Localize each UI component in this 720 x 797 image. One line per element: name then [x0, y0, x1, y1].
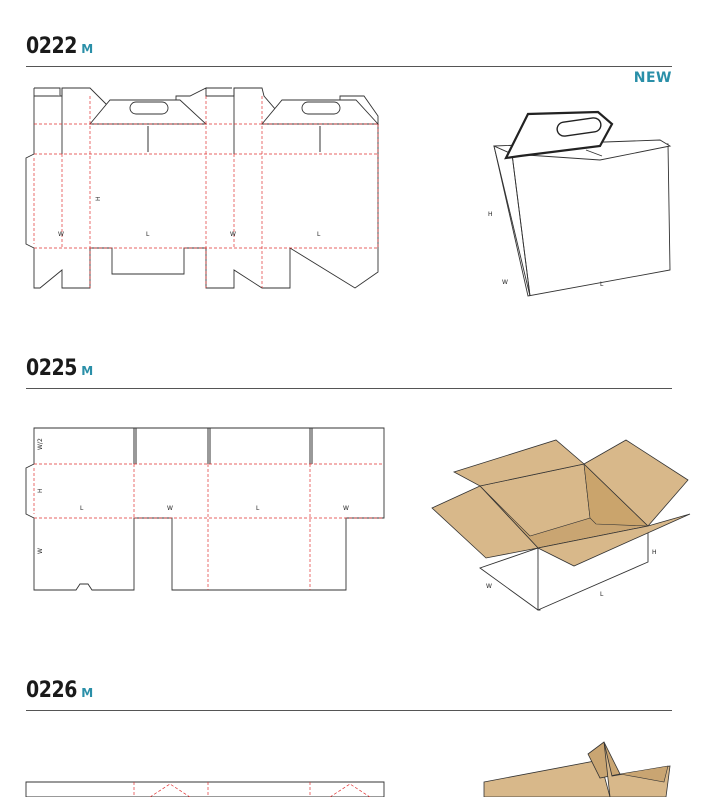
- style-code: 0226: [26, 678, 77, 703]
- box-3d-0222: H W L: [488, 110, 672, 297]
- box-3d-0225: H W L: [431, 439, 691, 611]
- box-3d-0226: [483, 741, 671, 797]
- style-code: 0225: [26, 356, 77, 381]
- section-divider: [26, 710, 672, 711]
- style-header: 0222 M: [26, 34, 93, 64]
- box-label-w: W: [486, 583, 492, 590]
- flat-label-w2: W: [343, 505, 349, 512]
- section-0226: 0226 M: [0, 678, 720, 797]
- style-header: 0225 M: [26, 356, 93, 386]
- flat-die-line-0222: H W L W L: [25, 87, 380, 289]
- section-0222: 0222 M NEW H W L W L: [0, 34, 720, 324]
- flat-label-h: H: [95, 196, 102, 201]
- section-divider: [26, 66, 672, 67]
- style-code: 0222: [26, 34, 77, 59]
- flat-label-l2: L: [317, 231, 321, 238]
- box-label-h: H: [488, 211, 493, 218]
- new-badge: NEW: [633, 70, 672, 86]
- style-mark: M: [81, 364, 94, 378]
- flat-label-h: H: [37, 488, 44, 493]
- box-label-l: L: [600, 591, 604, 598]
- flat-label-w1: W: [58, 231, 64, 238]
- flat-label-w2: W: [230, 231, 236, 238]
- box-label-h: H: [652, 549, 657, 556]
- style-mark: M: [81, 42, 94, 56]
- flat-label-l2: L: [256, 505, 260, 512]
- flat-label-l1: L: [146, 231, 150, 238]
- flat-label-w-half: W/2: [37, 438, 44, 450]
- flat-die-line-0226: [25, 781, 385, 797]
- box-label-w: W: [502, 279, 508, 286]
- flat-label-l1: L: [80, 505, 84, 512]
- style-header: 0226 M: [26, 678, 93, 708]
- flat-label-w-side: W: [37, 548, 44, 554]
- flat-label-w1: W: [167, 505, 173, 512]
- box-label-l: L: [600, 281, 604, 288]
- flat-die-line-0225: W/2 H W L W L W: [25, 427, 385, 591]
- section-divider: [26, 388, 672, 389]
- section-0225: 0225 M W/2 H W L W L W: [0, 356, 720, 646]
- style-mark: M: [81, 686, 94, 700]
